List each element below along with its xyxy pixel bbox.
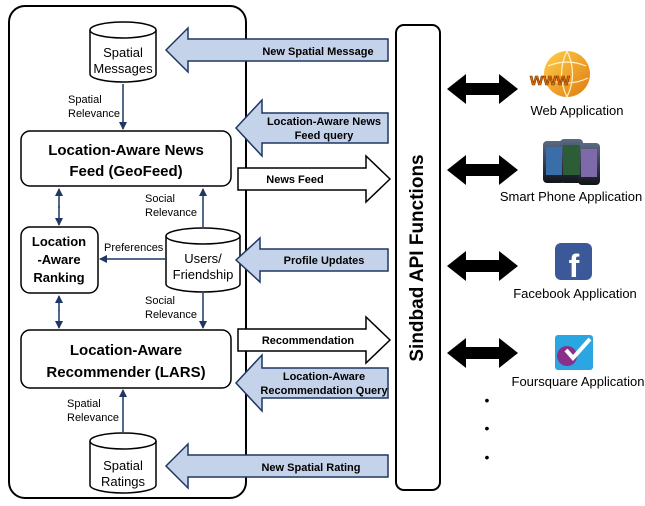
foursquare-icon (555, 335, 593, 370)
profile-updates-arrow (234, 236, 389, 284)
recommendation-query-arrow (234, 353, 389, 413)
phone-app-label: Smart Phone Application (500, 189, 642, 204)
svg-text:f: f (569, 248, 580, 284)
www-globe-icon: www (529, 50, 590, 98)
ranking-label-2: -Aware (37, 252, 80, 267)
svg-text:www: www (529, 70, 570, 89)
sindbad-api-bar: Sindbad API Functions (395, 24, 441, 491)
news-feed-query-arrow (234, 98, 389, 158)
news-feed-query-label-2: Feed query (295, 130, 355, 142)
recommendation-query-label-1: Location-Aware (283, 371, 365, 383)
social-relevance-top-1: Social (145, 193, 175, 205)
geofeed-box: Location-Aware News Feed (GeoFeed) (20, 130, 232, 187)
geofeed-label-2: Feed (GeoFeed) (69, 163, 182, 180)
facebook-double-arrow (447, 251, 518, 281)
recommendation-label: Recommendation (262, 335, 355, 347)
recommendation-query-label-2: Recommendation Query (260, 385, 388, 397)
new-spatial-message-label: New Spatial Message (262, 46, 373, 58)
geofeed-label-1: Location-Aware News (48, 142, 204, 159)
new-spatial-message-arrow (164, 26, 389, 74)
social-relevance-top-2: Relevance (145, 207, 197, 219)
spatial-ratings-store: Spatial Ratings (89, 432, 157, 494)
facebook-icon: f (555, 243, 592, 284)
preferences-label: Preferences (104, 242, 164, 254)
spatial-relevance-bottom-1: Spatial (67, 398, 101, 410)
social-relevance-bottom-1: Social (145, 295, 175, 307)
smartphones-icon (543, 139, 600, 185)
api-bar-label: Sindbad API Functions (407, 154, 428, 361)
spatial-ratings-label-2: Ratings (101, 474, 146, 489)
lars-label-2: Recommender (LARS) (46, 364, 205, 381)
facebook-app-label: Facebook Application (513, 286, 637, 301)
spatial-relevance-top-2: Relevance (68, 108, 120, 120)
ranking-box: Location -Aware Ranking (20, 226, 99, 294)
users-label-1: Users/ (184, 251, 222, 266)
more-dot-2: • (485, 420, 490, 436)
news-feed-arrow (237, 154, 392, 204)
users-friendship-store: Users/ Friendship (165, 227, 241, 293)
new-spatial-rating-label: New Spatial Rating (261, 462, 360, 474)
ranking-label-3: Ranking (33, 270, 84, 285)
news-feed-query-label-1: Location-Aware News (267, 116, 381, 128)
new-spatial-rating-arrow (164, 442, 389, 490)
lars-box: Location-Aware Recommender (LARS) (20, 329, 232, 389)
spatial-ratings-label-1: Spatial (103, 458, 143, 473)
users-label-2: Friendship (173, 267, 234, 282)
spatial-messages-store: Spatial Messages (89, 21, 157, 83)
foursquare-double-arrow (447, 338, 518, 368)
recommendation-arrow (237, 315, 392, 365)
lars-label-1: Location-Aware (70, 342, 182, 359)
foursquare-app-label: Foursquare Application (512, 374, 645, 389)
profile-updates-label: Profile Updates (284, 255, 365, 267)
spatial-relevance-bottom-2: Relevance (67, 412, 119, 424)
more-dot-1: • (485, 392, 490, 408)
spatial-messages-label-1: Spatial (103, 45, 143, 60)
spatial-messages-label-2: Messages (93, 61, 153, 76)
more-dot-3: • (485, 449, 490, 465)
ranking-label-1: Location (32, 234, 86, 249)
web-app-label: Web Application (531, 103, 624, 118)
news-feed-label: News Feed (266, 174, 323, 186)
phone-double-arrow (447, 155, 518, 185)
web-double-arrow (447, 74, 518, 104)
spatial-relevance-top-1: Spatial (68, 94, 102, 106)
social-relevance-bottom-2: Relevance (145, 309, 197, 321)
